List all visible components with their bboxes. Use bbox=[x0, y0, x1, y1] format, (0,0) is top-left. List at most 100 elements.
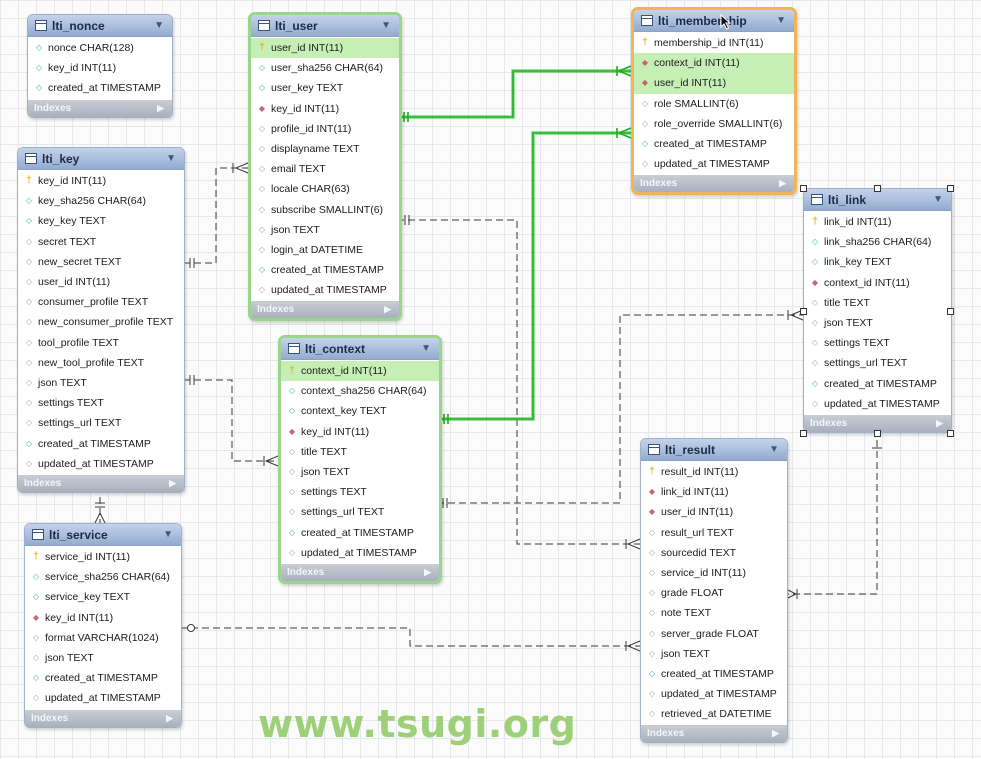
column-row[interactable]: ◇updated_at TIMESTAMP bbox=[18, 454, 184, 474]
column-row[interactable]: ◇profile_id INT(11) bbox=[251, 119, 399, 139]
column-row[interactable]: ◇new_secret TEXT bbox=[18, 252, 184, 272]
column-row[interactable]: ◇role SMALLINT(6) bbox=[634, 94, 794, 114]
expand-arrow-icon[interactable]: ▶ bbox=[169, 477, 176, 488]
chevron-down-icon[interactable]: ▼ bbox=[166, 153, 176, 164]
column-row[interactable]: ◇settings TEXT bbox=[804, 333, 951, 353]
column-row[interactable]: ◇created_at TIMESTAMP bbox=[804, 374, 951, 394]
indexes-section[interactable]: Indexes▶ bbox=[25, 709, 181, 727]
column-row[interactable]: ◇email TEXT bbox=[251, 159, 399, 179]
column-row[interactable]: ◆key_id INT(11) bbox=[281, 422, 439, 442]
indexes-section[interactable]: Indexes▶ bbox=[251, 301, 399, 319]
column-row[interactable]: ◇title TEXT bbox=[804, 293, 951, 313]
table-lti-user[interactable]: lti_user▼†user_id INT(11)◇user_sha256 CH… bbox=[248, 12, 402, 322]
column-row[interactable]: ◆link_id INT(11) bbox=[641, 482, 787, 502]
column-row[interactable]: ◇role_override SMALLINT(6) bbox=[634, 114, 794, 134]
column-row[interactable]: ◇created_at TIMESTAMP bbox=[28, 78, 172, 98]
table-header[interactable]: lti_key▼ bbox=[18, 148, 184, 170]
column-row[interactable]: †context_id INT(11) bbox=[281, 361, 439, 382]
column-row[interactable]: ◇created_at TIMESTAMP bbox=[25, 668, 181, 688]
column-row[interactable]: ◇json TEXT bbox=[18, 373, 184, 393]
column-row[interactable]: ◆user_id INT(11) bbox=[634, 73, 794, 94]
expand-arrow-icon[interactable]: ▶ bbox=[936, 417, 943, 428]
column-row[interactable]: ◇retrieved_at DATETIME bbox=[641, 704, 787, 724]
column-row[interactable]: ◇updated_at TIMESTAMP bbox=[804, 394, 951, 414]
column-row[interactable]: ◇new_consumer_profile TEXT bbox=[18, 312, 184, 332]
table-lti-context[interactable]: lti_context▼†context_id INT(11)◇context_… bbox=[278, 335, 442, 584]
chevron-down-icon[interactable]: ▼ bbox=[163, 529, 173, 540]
column-row[interactable]: ◇title TEXT bbox=[281, 442, 439, 462]
column-row[interactable]: ◇context_key TEXT bbox=[281, 401, 439, 421]
column-row[interactable]: †result_id INT(11) bbox=[641, 462, 787, 482]
table-lti-nonce[interactable]: lti_nonce▼◇nonce CHAR(128)◇key_id INT(11… bbox=[27, 14, 173, 118]
column-row[interactable]: ◇note TEXT bbox=[641, 603, 787, 623]
column-row[interactable]: ◆context_id INT(11) bbox=[804, 273, 951, 293]
column-row[interactable]: ◇format VARCHAR(1024) bbox=[25, 628, 181, 648]
column-row[interactable]: ◇service_key TEXT bbox=[25, 587, 181, 607]
resize-handle[interactable] bbox=[800, 185, 807, 192]
column-row[interactable]: ◇server_grade FLOAT bbox=[641, 624, 787, 644]
resize-handle[interactable] bbox=[800, 307, 807, 315]
column-row[interactable]: ◇nonce CHAR(128) bbox=[28, 38, 172, 58]
indexes-section[interactable]: Indexes▶ bbox=[641, 725, 787, 743]
column-row[interactable]: †link_id INT(11) bbox=[804, 212, 951, 232]
table-header[interactable]: lti_nonce▼ bbox=[28, 15, 172, 37]
table-header[interactable]: lti_result▼ bbox=[641, 439, 787, 461]
column-row[interactable]: ◇json TEXT bbox=[281, 462, 439, 482]
column-row[interactable]: ◇created_at TIMESTAMP bbox=[281, 523, 439, 543]
expand-arrow-icon[interactable]: ▶ bbox=[384, 304, 391, 315]
indexes-section[interactable]: Indexes▶ bbox=[18, 474, 184, 492]
column-row[interactable]: ◇updated_at TIMESTAMP bbox=[634, 154, 794, 174]
column-row[interactable]: ◇subscribe SMALLINT(6) bbox=[251, 200, 399, 220]
column-row[interactable]: ◇settings_url TEXT bbox=[804, 353, 951, 373]
resize-handle[interactable] bbox=[947, 430, 954, 437]
column-row[interactable]: ◇login_at DATETIME bbox=[251, 240, 399, 260]
expand-arrow-icon[interactable]: ▶ bbox=[779, 178, 786, 189]
column-row[interactable]: ◇settings TEXT bbox=[281, 482, 439, 502]
column-row[interactable]: ◇user_key TEXT bbox=[251, 78, 399, 98]
column-row[interactable]: ◇link_key TEXT bbox=[804, 252, 951, 272]
chevron-down-icon[interactable]: ▼ bbox=[769, 444, 779, 455]
table-lti-service[interactable]: lti_service▼†service_id INT(11)◇service_… bbox=[24, 523, 182, 728]
column-row[interactable]: ◇settings_url TEXT bbox=[18, 413, 184, 433]
column-row[interactable]: ◇secret TEXT bbox=[18, 232, 184, 252]
chevron-down-icon[interactable]: ▼ bbox=[421, 343, 431, 354]
column-row[interactable]: ◇created_at TIMESTAMP bbox=[18, 433, 184, 453]
indexes-section[interactable]: Indexes▶ bbox=[634, 175, 794, 193]
table-header[interactable]: lti_context▼ bbox=[281, 338, 439, 360]
table-lti-membership[interactable]: lti_membership▼†membership_id INT(11)◆co… bbox=[631, 7, 797, 196]
column-row[interactable]: ◇updated_at TIMESTAMP bbox=[25, 688, 181, 708]
column-row[interactable]: ◇json TEXT bbox=[251, 220, 399, 240]
column-row[interactable]: ◇updated_at TIMESTAMP bbox=[251, 280, 399, 300]
resize-handle[interactable] bbox=[947, 307, 954, 315]
expand-arrow-icon[interactable]: ▶ bbox=[157, 102, 164, 113]
column-row[interactable]: ◇consumer_profile TEXT bbox=[18, 292, 184, 312]
column-row[interactable]: ◇updated_at TIMESTAMP bbox=[641, 684, 787, 704]
column-row[interactable]: ◇key_sha256 CHAR(64) bbox=[18, 191, 184, 211]
column-row[interactable]: ◇displayname TEXT bbox=[251, 139, 399, 159]
chevron-down-icon[interactable]: ▼ bbox=[154, 20, 164, 31]
column-row[interactable]: ◇locale CHAR(63) bbox=[251, 179, 399, 199]
expand-arrow-icon[interactable]: ▶ bbox=[424, 566, 431, 577]
column-row[interactable]: ◇service_id INT(11) bbox=[641, 563, 787, 583]
column-row[interactable]: ◇key_id INT(11) bbox=[28, 58, 172, 78]
column-row[interactable]: ◇new_tool_profile TEXT bbox=[18, 353, 184, 373]
resize-handle[interactable] bbox=[873, 430, 881, 437]
indexes-section[interactable]: Indexes▶ bbox=[281, 563, 439, 581]
indexes-section[interactable]: Indexes▶ bbox=[804, 414, 951, 432]
column-row[interactable]: ◇grade FLOAT bbox=[641, 583, 787, 603]
column-row[interactable]: ◇tool_profile TEXT bbox=[18, 333, 184, 353]
column-row[interactable]: †membership_id INT(11) bbox=[634, 33, 794, 53]
table-lti-key[interactable]: lti_key▼†key_id INT(11)◇key_sha256 CHAR(… bbox=[17, 147, 185, 493]
column-row[interactable]: ◇user_id INT(11) bbox=[18, 272, 184, 292]
column-row[interactable]: ◇key_key TEXT bbox=[18, 211, 184, 231]
table-header[interactable]: lti_service▼ bbox=[25, 524, 181, 546]
resize-handle[interactable] bbox=[873, 185, 881, 192]
column-row[interactable]: ◆key_id INT(11) bbox=[251, 99, 399, 119]
column-row[interactable]: ◇json TEXT bbox=[25, 648, 181, 668]
column-row[interactable]: ◇created_at TIMESTAMP bbox=[641, 664, 787, 684]
column-row[interactable]: ◇settings_url TEXT bbox=[281, 502, 439, 522]
column-row[interactable]: ◇json TEXT bbox=[804, 313, 951, 333]
column-row[interactable]: ◇context_sha256 CHAR(64) bbox=[281, 381, 439, 401]
chevron-down-icon[interactable]: ▼ bbox=[776, 15, 786, 26]
column-row[interactable]: ◇result_url TEXT bbox=[641, 523, 787, 543]
